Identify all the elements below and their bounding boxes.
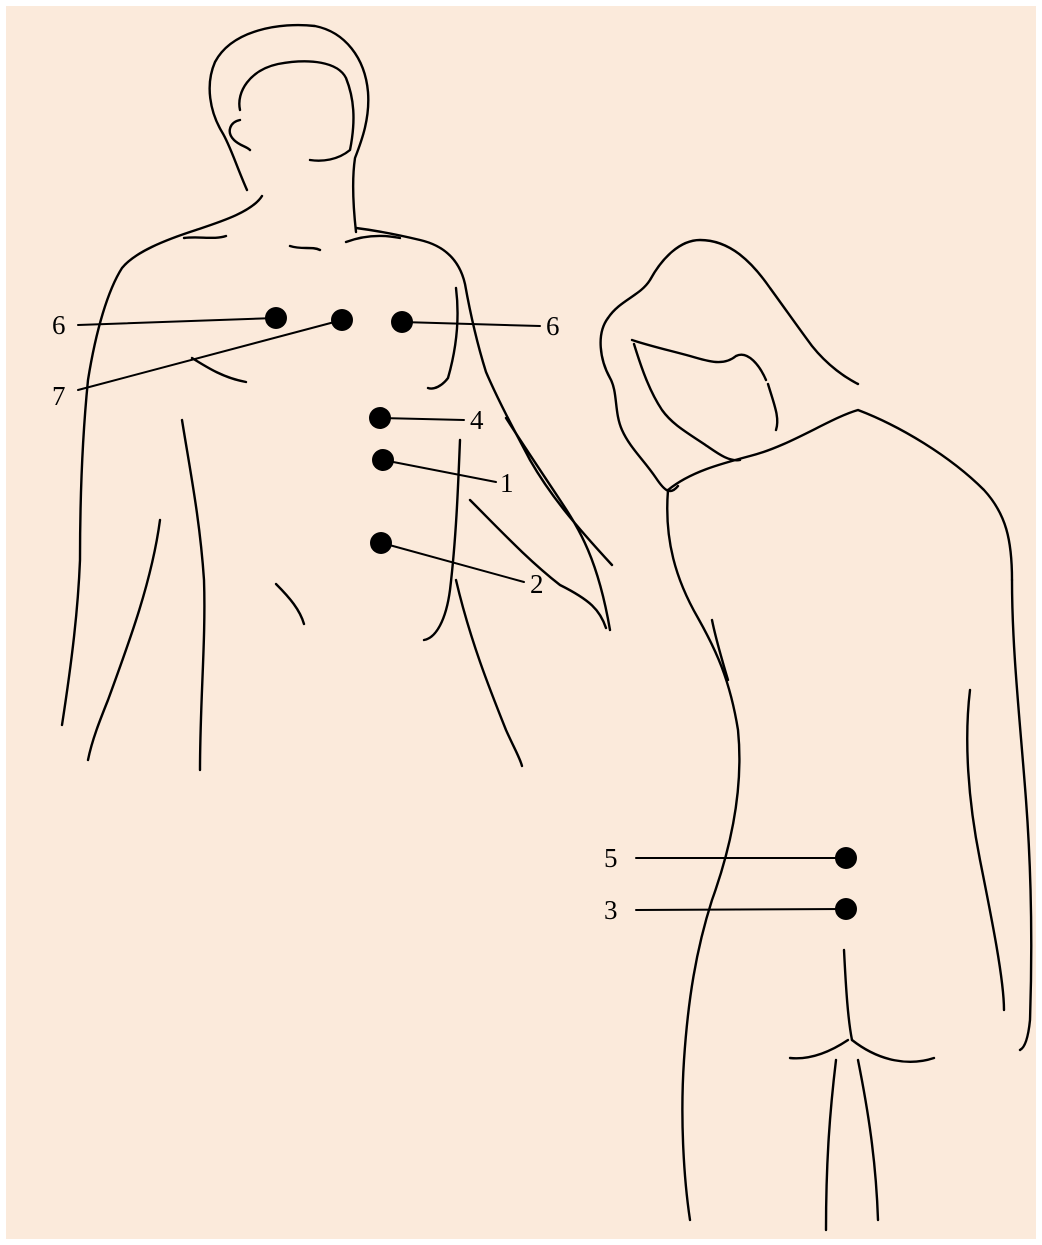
label-front-4: 4 — [470, 405, 484, 435]
point-front-4 — [369, 407, 391, 429]
point-front-right-6 — [391, 311, 413, 333]
point-front-7 — [331, 309, 353, 331]
point-back-5 — [835, 847, 857, 869]
point-front-1 — [372, 449, 394, 471]
leader-back-3 — [636, 909, 846, 910]
label-front-right-6: 6 — [546, 311, 560, 341]
label-front-1: 1 — [500, 468, 514, 498]
point-front-left-6 — [265, 307, 287, 329]
paper-background — [6, 6, 1036, 1239]
point-back-3 — [835, 898, 857, 920]
label-front-left-6: 6 — [52, 310, 66, 340]
point-front-2 — [370, 532, 392, 554]
label-back-3: 3 — [604, 895, 618, 925]
label-front-2: 2 — [530, 569, 544, 599]
label-front-7: 7 — [52, 381, 66, 411]
label-back-5: 5 — [604, 843, 618, 873]
